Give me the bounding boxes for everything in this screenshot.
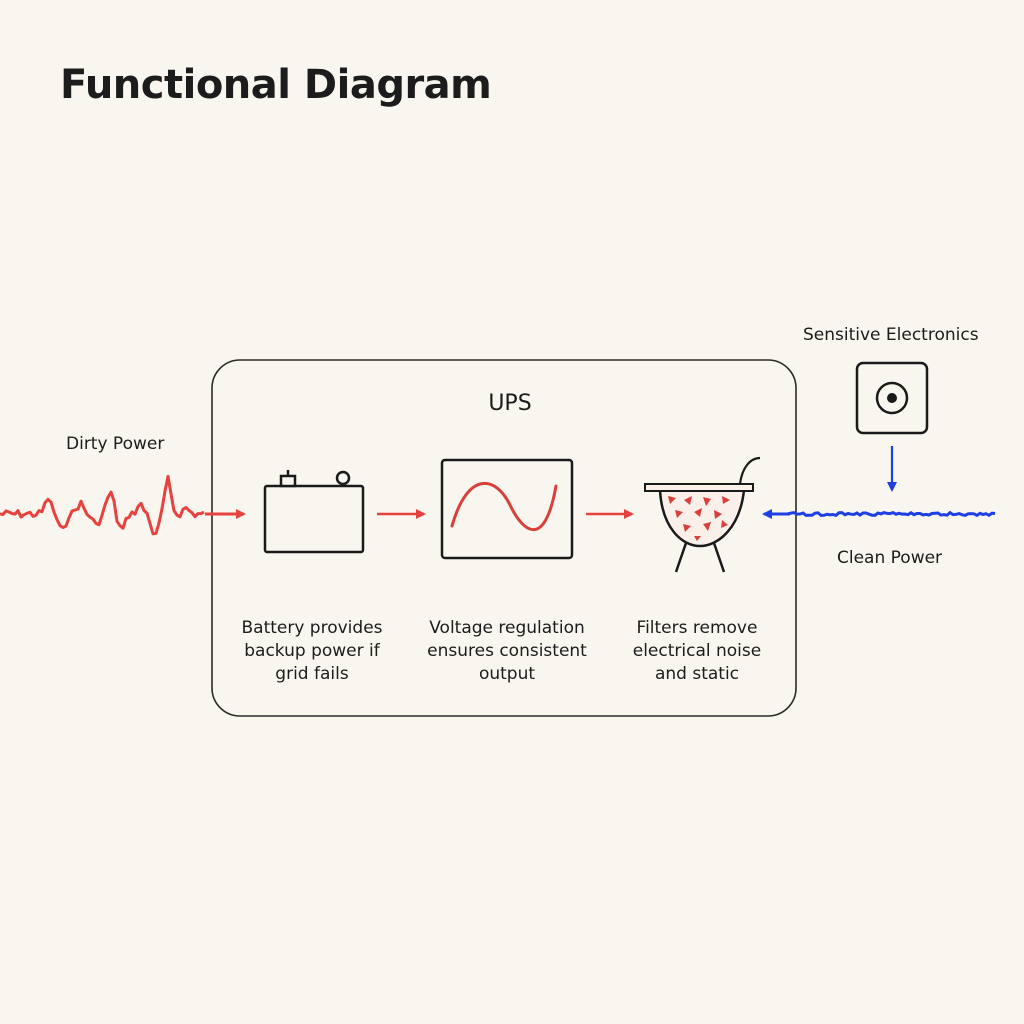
ups-box [211, 359, 797, 717]
ups-label: UPS [488, 391, 531, 416]
outlet-icon [855, 361, 929, 435]
regulation-description: Voltage regulation ensures consistent ou… [427, 618, 587, 684]
page-title: Functional Diagram [60, 62, 492, 108]
filter-description: Filters remove electrical noise and stat… [632, 618, 762, 684]
dirty-power-label: Dirty Power [66, 434, 165, 454]
clean-power-waveform [787, 510, 996, 518]
dirty-power-waveform [0, 474, 205, 536]
battery-icon [263, 470, 365, 554]
battery-description: Battery provides backup power if grid fa… [241, 618, 383, 684]
sine-wave-icon [440, 458, 574, 560]
sensitive-electronics-label: Sensitive Electronics [803, 325, 979, 345]
clean-power-label: Clean Power [837, 548, 943, 568]
strainer-icon [644, 456, 761, 573]
